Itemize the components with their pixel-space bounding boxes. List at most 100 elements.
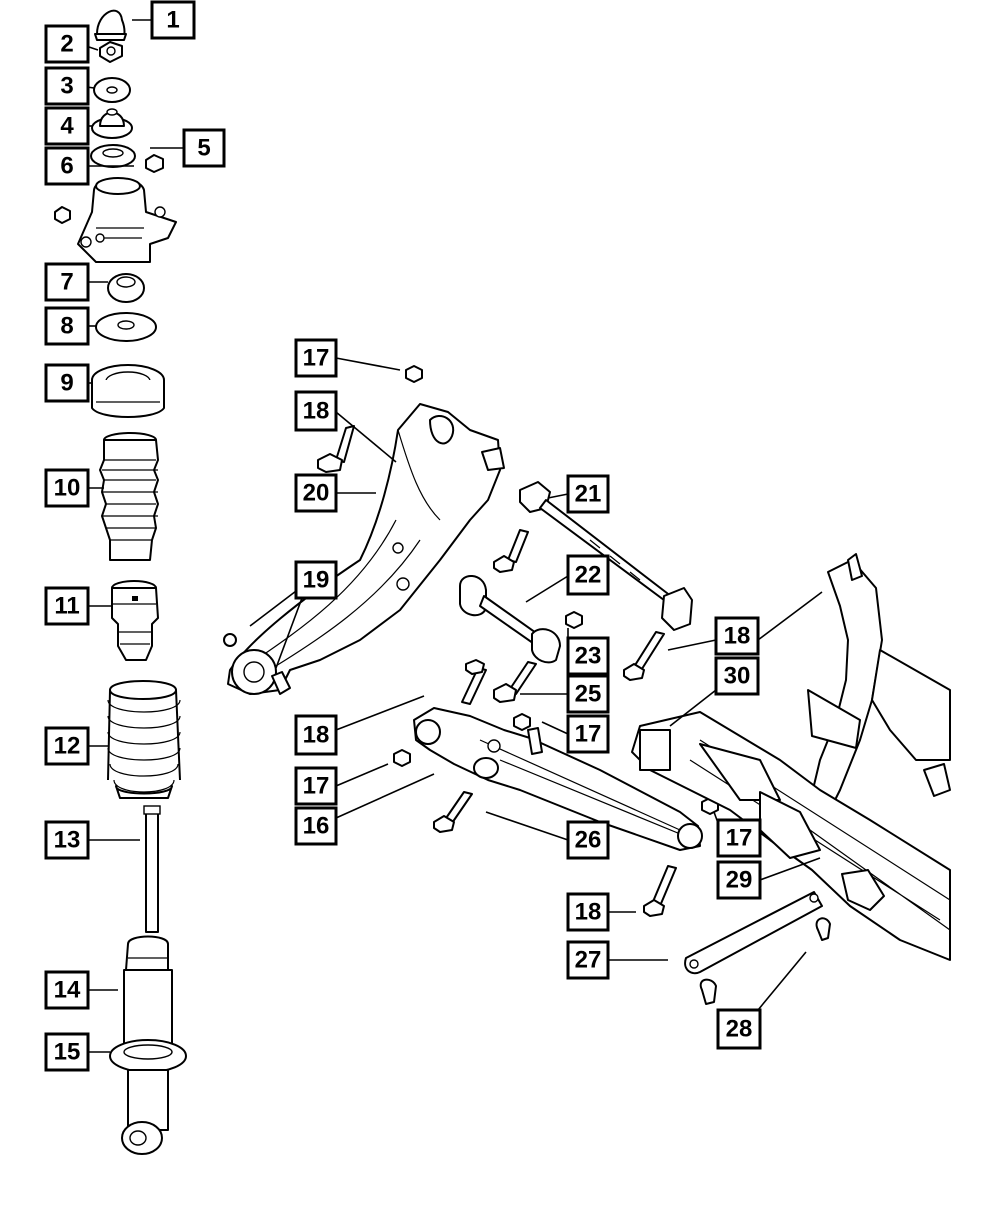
callout-9: 9 [44,363,90,403]
nut-17-mid [513,713,531,731]
svg-text:20: 20 [303,480,330,507]
bolt-26 [433,791,473,833]
bolt-upper-22 [493,529,529,573]
svg-text:18: 18 [724,623,751,650]
callout-17-d: 17 [716,818,762,858]
svg-text:29: 29 [726,867,753,894]
callout-8: 8 [44,306,90,346]
part-5-nut [145,154,164,173]
bolt-18-lower [643,865,677,917]
nut-17-left [393,749,411,767]
callout-25: 25 [566,674,610,714]
svg-text:13: 13 [54,827,81,854]
svg-text:18: 18 [575,899,602,926]
link-21 [519,481,693,631]
svg-text:19: 19 [303,567,330,594]
callout-28: 28 [716,1008,762,1050]
callout-14: 14 [44,970,90,1010]
callout-18-d: 18 [566,892,610,932]
callout-10: 10 [44,468,90,508]
svg-text:18: 18 [303,722,330,749]
clip-28 [699,917,831,1005]
svg-text:16: 16 [303,813,330,840]
svg-text:5: 5 [197,135,210,162]
bolt-18-upper [317,425,355,473]
svg-text:3: 3 [60,73,73,100]
tie-bar-27 [684,891,823,975]
part-4-bushing [91,108,133,139]
callout-12: 12 [44,726,90,766]
svg-text:14: 14 [54,977,81,1004]
callout-16: 16 [294,806,338,846]
callout-21: 21 [566,474,610,514]
bolt-18-mid [461,659,487,705]
callout-26: 26 [566,820,610,860]
svg-text:4: 4 [60,113,74,140]
callout-1: 1 [150,0,196,40]
part-15-spring-seat-lower [109,1039,187,1155]
callout-30: 30 [714,656,760,696]
bolt-25 [493,661,537,703]
part-8-washer [95,312,157,342]
svg-text:30: 30 [724,663,751,690]
svg-text:28: 28 [726,1016,753,1043]
part-12-coil-spring [107,680,181,799]
callout-4: 4 [44,106,90,146]
svg-text:12: 12 [54,733,81,760]
callout-18-c: 18 [294,714,338,756]
svg-text:17: 17 [575,721,602,748]
part-10-dust-boot [99,432,159,561]
callout-17-a: 17 [294,338,338,378]
svg-text:22: 22 [575,562,602,589]
strut-mount-upper [54,177,177,263]
svg-text:17: 17 [303,773,330,800]
callout-23: 23 [566,636,610,676]
callout-2: 2 [44,24,90,64]
bolt-18-right [623,631,665,681]
callout-11: 11 [44,586,90,626]
callout-6: 6 [44,146,90,186]
svg-text:21: 21 [575,481,602,508]
callout-19: 19 [294,560,338,600]
part-3-washer [93,77,131,103]
svg-text:10: 10 [54,475,81,502]
part-11-jounce-bumper [111,580,159,661]
svg-text:6: 6 [60,153,73,180]
link-22 [459,575,561,664]
svg-text:27: 27 [575,947,602,974]
part-14-shock-body [123,935,173,1051]
nut-23 [565,611,583,629]
trailing-arm-assembly [223,403,505,695]
nut-17-upper [405,365,423,383]
part-6-isolator [90,144,136,168]
part-1-jounce-bumper-cap [94,9,127,41]
svg-text:8: 8 [60,313,73,340]
svg-text:17: 17 [303,345,330,372]
callout-3: 3 [44,66,90,106]
svg-text:23: 23 [575,643,602,670]
rear-crossmember [631,553,951,961]
svg-text:17: 17 [726,825,753,852]
callout-13: 13 [44,820,90,860]
lower-control-arm-16 [413,707,703,851]
svg-text:25: 25 [575,681,602,708]
callout-29: 29 [716,860,762,900]
part-13-strut-rod [143,805,161,933]
svg-text:26: 26 [575,827,602,854]
part-2-nut [99,41,123,63]
callout-22: 22 [566,554,610,596]
callout-17-b: 17 [566,714,610,754]
callout-15: 15 [44,1032,90,1072]
svg-text:2: 2 [60,31,73,58]
svg-text:9: 9 [60,370,73,397]
callout-7: 7 [44,262,90,302]
callout-5: 5 [182,128,226,168]
part-7-bumper-bushing [107,273,145,303]
callout-27: 27 [566,940,610,980]
svg-text:7: 7 [60,269,73,296]
callout-18-a: 18 [294,390,338,432]
part-9-spring-seat [91,364,165,418]
callout-17-c: 17 [294,766,338,806]
callout-18-b: 18 [714,616,760,656]
